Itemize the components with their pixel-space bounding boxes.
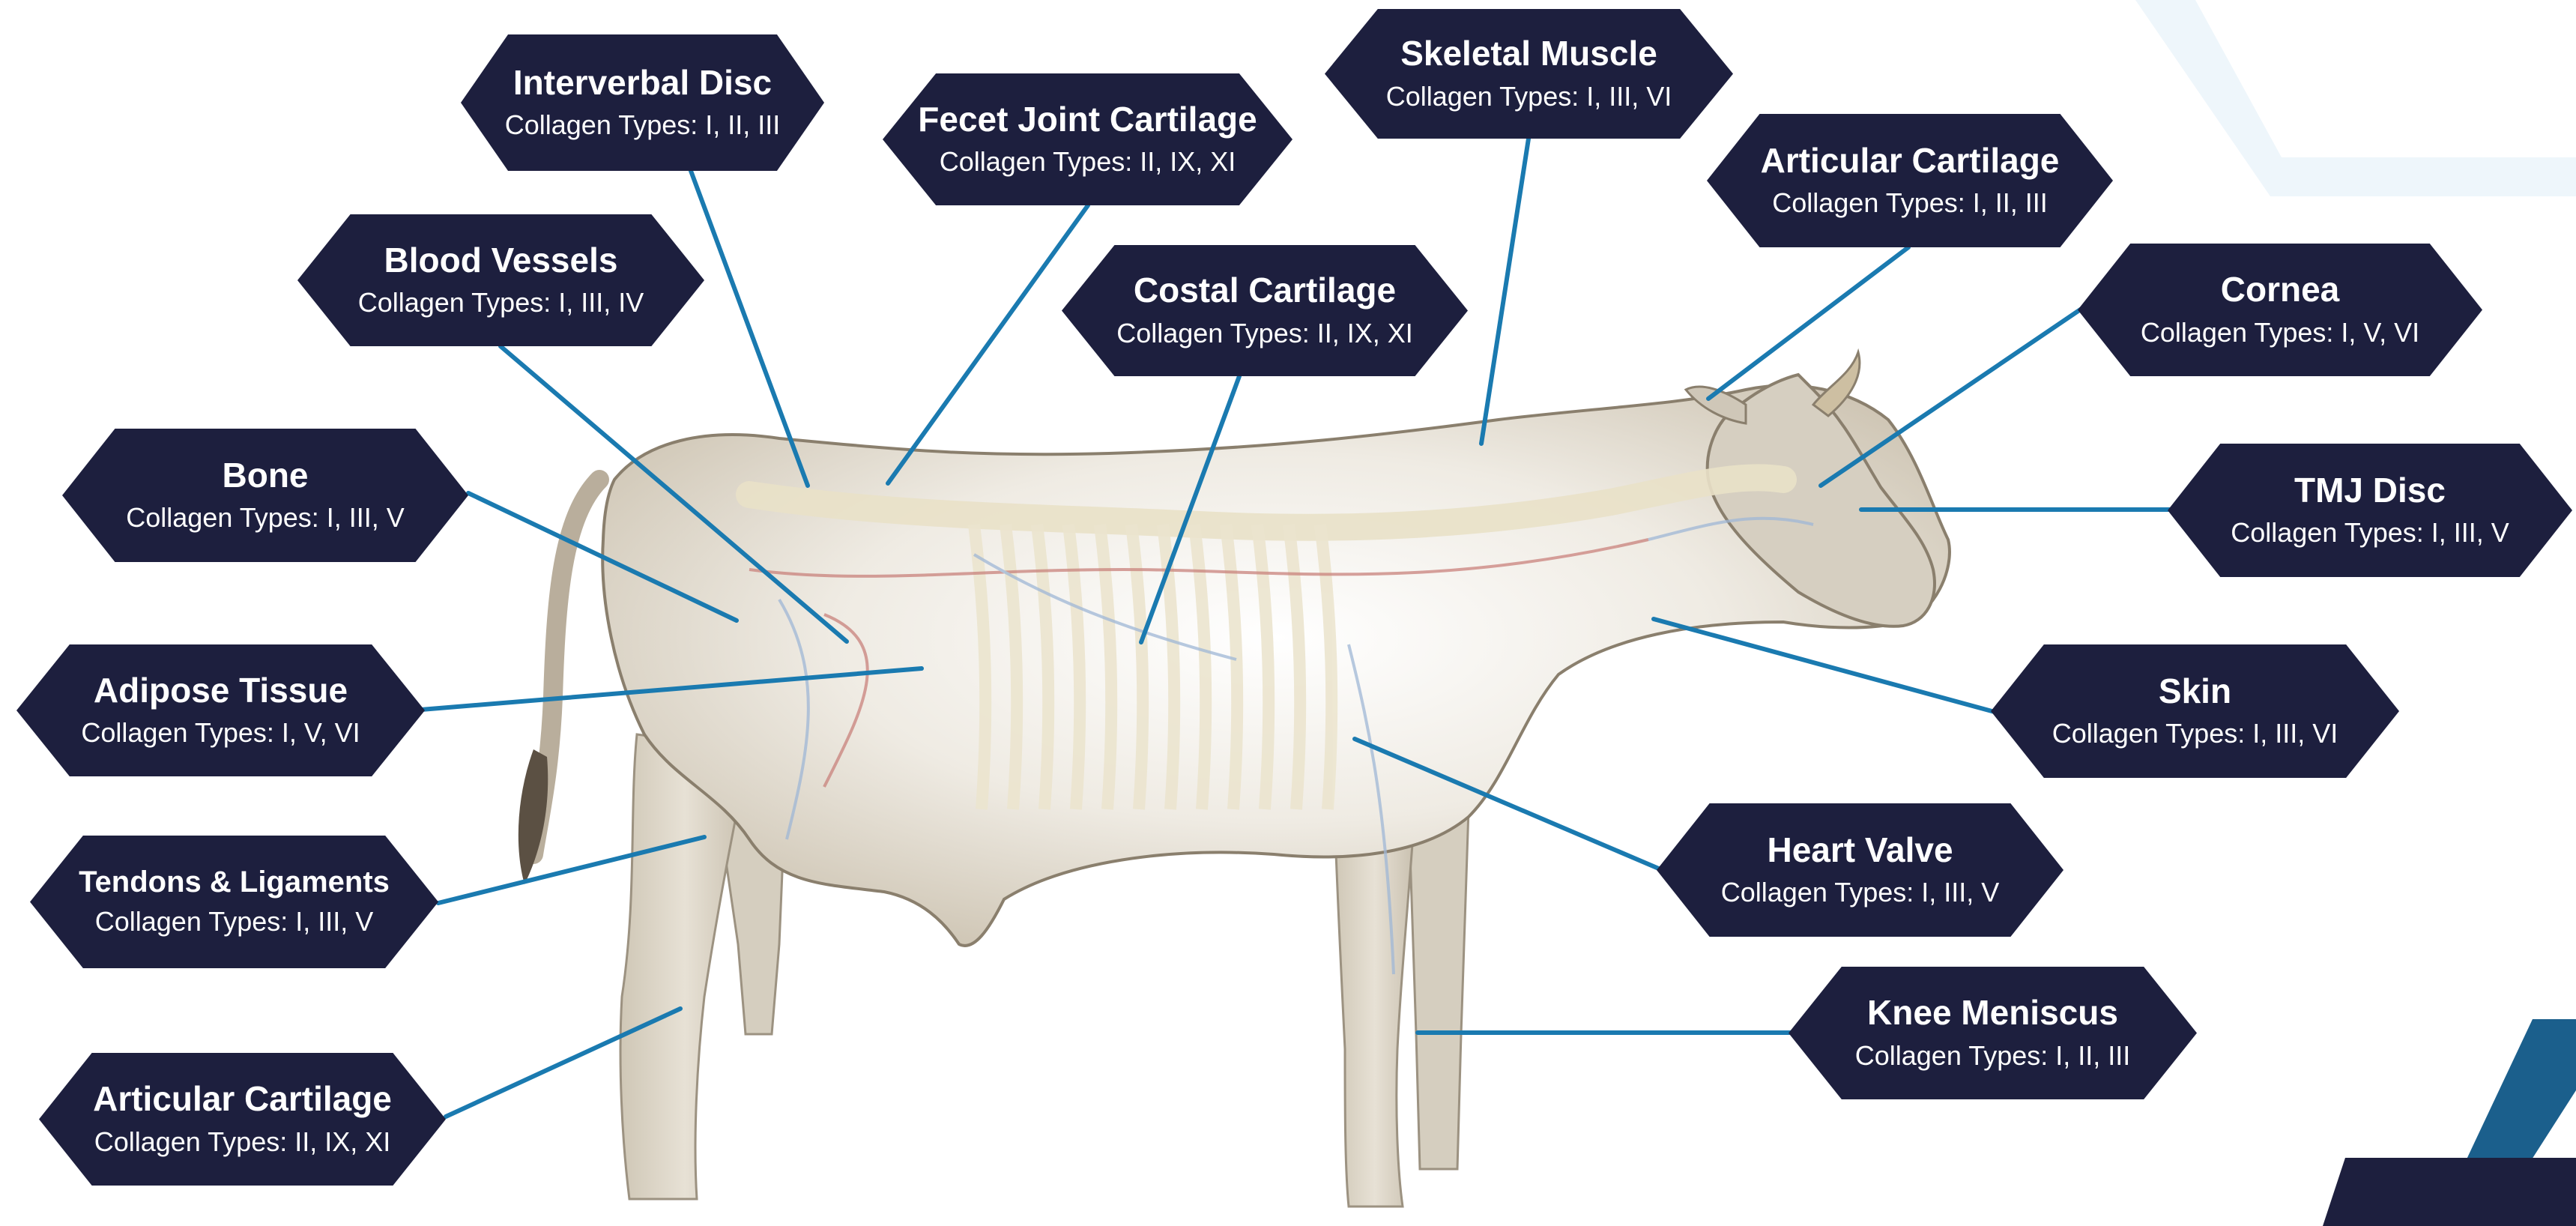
- label-knee-meniscus: Knee Meniscus Collagen Types: I, II, III: [1789, 967, 2197, 1099]
- label-subtitle: Collagen Types: II, IX, XI: [1116, 316, 1413, 350]
- cow-tail-switch: [518, 749, 548, 884]
- cow-illustration: [518, 352, 1950, 1207]
- label-tendons-ligaments: Tendons & Ligaments Collagen Types: I, I…: [30, 836, 438, 968]
- label-title: Articular Cartilage: [1761, 142, 2060, 181]
- label-fecet-joint-cartilage: Fecet Joint Cartilage Collagen Types: II…: [883, 73, 1292, 205]
- label-title: Fecet Joint Cartilage: [918, 100, 1257, 139]
- label-bone: Bone Collagen Types: I, III, V: [62, 429, 468, 562]
- label-title: Skeletal Muscle: [1400, 34, 1657, 73]
- label-subtitle: Collagen Types: I, III, VI: [2052, 716, 2338, 750]
- label-tmj-disc: TMJ Disc Collagen Types: I, III, V: [2168, 444, 2572, 577]
- leader-skin: [1654, 619, 1995, 712]
- label-subtitle: Collagen Types: II, IX, XI: [94, 1125, 391, 1159]
- label-interverbal-disc: Interverbal Disc Collagen Types: I, II, …: [461, 34, 824, 171]
- label-title: Blood Vessels: [384, 241, 618, 280]
- label-skin: Skin Collagen Types: I, III, VI: [1991, 644, 2399, 778]
- label-title: Heart Valve: [1767, 831, 1953, 870]
- leader-articular-cartilage-head: [1708, 247, 1908, 399]
- label-subtitle: Collagen Types: I, II, III: [505, 108, 781, 142]
- corner-dark-hexagon: [2323, 1158, 2576, 1226]
- label-subtitle: Collagen Types: I, III, V: [95, 905, 374, 938]
- label-title: Interverbal Disc: [513, 64, 772, 103]
- label-title: Articular Cartilage: [93, 1080, 392, 1119]
- label-title: Bone: [223, 456, 309, 495]
- label-subtitle: Collagen Types: I, V, VI: [81, 716, 360, 749]
- leader-skeletal-muscle: [1481, 139, 1529, 444]
- label-adipose-tissue: Adipose Tissue Collagen Types: I, V, VI: [16, 644, 425, 776]
- label-subtitle: Collagen Types: I, III, V: [126, 501, 405, 534]
- label-subtitle: Collagen Types: I, III, VI: [1386, 79, 1672, 113]
- leader-fecet-joint-cartilage: [888, 205, 1088, 483]
- corner-decoration: [2135, 0, 2576, 1226]
- label-articular-cartilage-head: Articular Cartilage Collagen Types: I, I…: [1707, 114, 2113, 247]
- label-cornea: Cornea Collagen Types: I, V, VI: [2078, 244, 2482, 376]
- label-title: Adipose Tissue: [94, 671, 348, 710]
- label-subtitle: Collagen Types: I, III, V: [2231, 516, 2509, 549]
- label-subtitle: Collagen Types: II, IX, XI: [940, 145, 1236, 178]
- label-title: Tendons & Ligaments: [79, 866, 390, 899]
- label-blood-vessels: Blood Vessels Collagen Types: I, III, IV: [297, 214, 704, 346]
- label-subtitle: Collagen Types: I, III, IV: [358, 286, 644, 319]
- label-heart-valve: Heart Valve Collagen Types: I, III, V: [1657, 803, 2063, 937]
- label-skeletal-muscle: Skeletal Muscle Collagen Types: I, III, …: [1325, 9, 1733, 139]
- label-title: Knee Meniscus: [1867, 994, 2118, 1033]
- label-title: Skin: [2159, 672, 2231, 711]
- label-articular-cartilage-leg: Articular Cartilage Collagen Types: II, …: [39, 1053, 446, 1186]
- label-costal-cartilage: Costal Cartilage Collagen Types: II, IX,…: [1062, 245, 1468, 376]
- label-title: Cornea: [2221, 271, 2339, 309]
- label-title: Costal Cartilage: [1134, 271, 1396, 310]
- label-subtitle: Collagen Types: I, II, III: [1772, 186, 2048, 220]
- label-subtitle: Collagen Types: I, V, VI: [2141, 315, 2419, 349]
- label-title: TMJ Disc: [2294, 471, 2446, 510]
- cow-front-leg-far: [1409, 809, 1469, 1169]
- leader-cornea: [1821, 309, 2081, 486]
- label-subtitle: Collagen Types: I, II, III: [1855, 1039, 2131, 1072]
- label-subtitle: Collagen Types: I, III, V: [1721, 875, 2000, 909]
